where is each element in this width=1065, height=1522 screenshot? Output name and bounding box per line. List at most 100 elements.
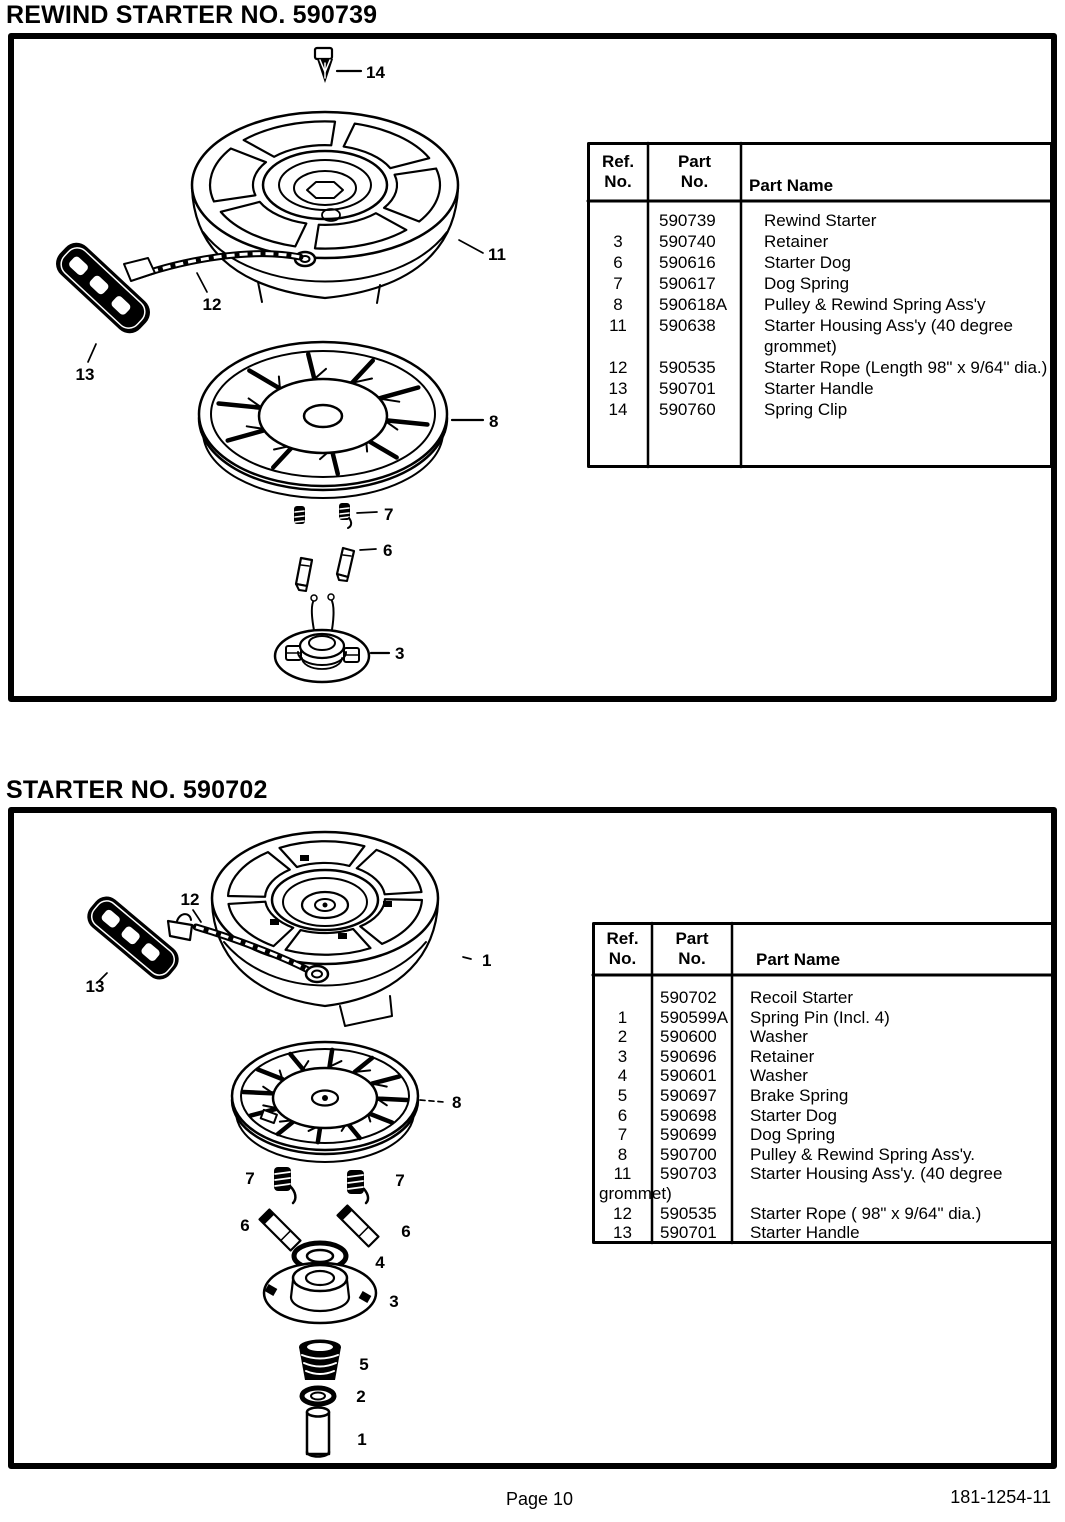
- header-ref-no: Ref. No.: [601, 152, 635, 191]
- cell-part: 590535: [660, 1203, 717, 1223]
- starter-dogs-drawing: [294, 546, 377, 592]
- cell-ref: 11: [609, 316, 627, 335]
- spring-clip-drawing: [313, 46, 363, 83]
- callout-pulley-2: 8: [452, 1093, 461, 1112]
- cell-part: 590617: [659, 274, 716, 293]
- cell-part: 590599A: [660, 1007, 729, 1027]
- recoil-starter-diagram: 12 13 1 8 7 7 6 6 4 3 5 2 1: [86, 830, 491, 1458]
- cell-ref: [588, 210, 648, 231]
- cell-ref: 3: [613, 232, 623, 251]
- section1-table-ruling: [586, 141, 1054, 469]
- cell-part: 590616: [659, 253, 716, 272]
- cell-name: Brake Spring: [750, 1085, 849, 1105]
- table-row: 590702 Recoil Starter: [593, 988, 1053, 1008]
- cell-ref: 2: [617, 1027, 628, 1047]
- table-row: 11 590638 Starter Housing Ass'y (40 degree…: [588, 315, 1052, 357]
- cell-name: Dog Spring: [750, 1125, 836, 1145]
- cell-name: Starter Dog: [764, 253, 851, 272]
- callout-spring-pin: 1: [357, 1430, 366, 1449]
- washer-lower-drawing: [299, 1385, 337, 1407]
- cell-name: Washer: [750, 1066, 808, 1086]
- callout-housing-1: 11: [488, 245, 506, 264]
- cell-ref: grommet): [599, 1183, 672, 1203]
- table-row: 7 590699 Dog Spring: [593, 1125, 1053, 1145]
- cell-part: [672, 1184, 760, 1204]
- callout-dog-spring-1: 7: [384, 505, 393, 524]
- cell-ref: 13: [608, 379, 628, 398]
- section1-frame: [8, 33, 1057, 702]
- header-part-no: Part No.: [677, 152, 712, 191]
- cell-part: 590535: [659, 358, 716, 377]
- callout-washer-lower: 2: [356, 1387, 365, 1406]
- recoil-dog-springs-drawing: [274, 1167, 370, 1205]
- cell-ref: 7: [617, 1125, 628, 1145]
- callout-starter-dog-1: 6: [383, 541, 392, 560]
- cell-ref: 8: [613, 295, 623, 314]
- cell-name: Recoil Starter: [750, 988, 853, 1007]
- cell-ref: [593, 988, 652, 1008]
- cell-ref: 7: [613, 274, 623, 293]
- footer-doc-number: 181-1254-11: [950, 1487, 1051, 1507]
- table-row: 2 590600 Washer: [593, 1027, 1053, 1047]
- starter-handle-drawing: [56, 242, 156, 363]
- cell-part: 590760: [659, 400, 716, 419]
- cell-part: 590739: [659, 211, 716, 230]
- starter-housing-drawing: [190, 110, 484, 304]
- cell-name: Pulley & Rewind Spring Ass'y: [764, 295, 986, 314]
- cell-ref: 1: [617, 1007, 628, 1027]
- recoil-handle-drawing: [87, 896, 194, 982]
- callout-starter-dog-right: 6: [401, 1222, 410, 1241]
- header-part-name: Part Name: [749, 176, 834, 195]
- brake-spring-drawing: [299, 1339, 341, 1380]
- callout-housing-2: 1: [482, 951, 491, 970]
- section2-table-ruling: [591, 921, 1055, 1245]
- cell-name: Starter Housing Ass'y (40 degree grommet…: [764, 316, 1013, 356]
- callout-handle-2: 13: [86, 977, 105, 996]
- cell-ref: 3: [617, 1046, 628, 1066]
- cell-ref: 11: [613, 1164, 632, 1184]
- cell-name: Starter Rope ( 98" x 9/64" dia.): [750, 1203, 982, 1223]
- callout-rope-2: 12: [181, 890, 200, 909]
- cell-part: 590702: [660, 988, 717, 1007]
- pulley-drawing: [197, 340, 485, 499]
- callout-dog-spring-right: 7: [395, 1171, 404, 1190]
- cell-part: 590698: [660, 1105, 717, 1125]
- recoil-starter-dogs-drawing: [258, 1204, 380, 1252]
- callout-handle-1: 13: [76, 365, 95, 384]
- recoil-rope-drawing: [192, 909, 330, 984]
- starter-rope-drawing: [134, 250, 304, 293]
- cell-part: 590699: [660, 1125, 717, 1145]
- cell-name: Washer: [750, 1027, 808, 1047]
- cell-ref: 5: [617, 1085, 628, 1105]
- callout-washer-upper: 4: [375, 1253, 385, 1272]
- cell-name: Starter Rope (Length 98" x 9/64" dia.): [764, 358, 1048, 377]
- callout-brake-spring: 5: [359, 1355, 368, 1374]
- dog-springs-drawing: [294, 503, 378, 529]
- callout-dog-spring-left: 7: [245, 1169, 254, 1188]
- header-part-name: Part Name: [756, 950, 841, 969]
- cell-part: 590638: [659, 316, 716, 335]
- cell-part: 590696: [660, 1046, 717, 1066]
- cell-part: 590600: [660, 1027, 717, 1047]
- section2-title: STARTER NO. 590702: [6, 776, 268, 804]
- cell-part: 590701: [659, 379, 716, 398]
- cell-part: 590601: [660, 1066, 717, 1086]
- cell-part: 590701: [660, 1223, 717, 1243]
- header-ref-no: Ref. No.: [606, 929, 639, 968]
